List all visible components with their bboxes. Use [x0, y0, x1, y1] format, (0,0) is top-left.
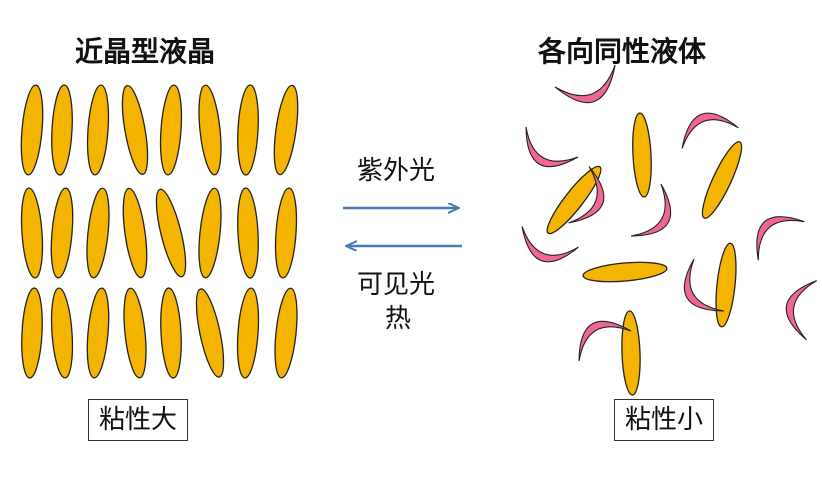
low-viscosity-box: 粘性小: [614, 399, 715, 441]
rod-molecule: [701, 141, 743, 219]
isotropic-molecules: [513, 65, 817, 396]
rod-molecule: [123, 287, 147, 379]
rod-molecule: [50, 287, 74, 379]
bent-molecule: [742, 202, 804, 260]
bent-molecule: [555, 65, 624, 112]
rod-molecule: [715, 242, 737, 328]
bent-molecule: [673, 104, 738, 148]
rod-molecule: [632, 112, 652, 198]
rod-molecule: [86, 187, 110, 279]
rod-molecule: [20, 187, 44, 279]
bent-molecule: [566, 309, 631, 361]
rod-molecule: [546, 165, 602, 235]
rod-molecule: [195, 288, 225, 378]
rod-molecule: [237, 84, 259, 176]
rod-molecule: [159, 84, 183, 176]
rod-molecule: [21, 287, 43, 379]
rod-molecule: [20, 84, 44, 176]
bent-molecule: [781, 276, 817, 340]
smectic-title: 近晶型液晶: [75, 35, 216, 68]
rod-molecule: [198, 187, 222, 279]
reverse-label-line1: 可见光: [357, 270, 436, 300]
bent-molecule: [513, 127, 578, 179]
smectic-rod-array: [20, 84, 299, 379]
bent-molecule: [631, 184, 683, 249]
bent-molecule: [513, 227, 578, 271]
rod-molecule: [121, 84, 149, 176]
rod-molecule: [236, 287, 260, 379]
rod-molecule: [237, 187, 259, 279]
high-viscosity-box: 粘性大: [88, 399, 189, 441]
rod-molecule: [621, 310, 641, 396]
rod-molecule: [86, 84, 110, 176]
rod-molecule: [274, 287, 298, 379]
bent-molecule: [569, 167, 613, 232]
bent-molecule: [672, 259, 724, 324]
isotropic-title: 各向同性液体: [538, 35, 707, 68]
rod-molecule: [273, 84, 299, 176]
rod-molecule: [51, 84, 73, 176]
rod-molecule: [155, 188, 187, 278]
reverse-label-line2: 热: [385, 304, 412, 334]
rod-molecule: [122, 187, 148, 279]
forward-label: 紫外光: [357, 156, 436, 186]
rod-molecule: [160, 287, 182, 379]
rod-molecule: [86, 287, 110, 379]
rod-molecule: [582, 261, 668, 283]
rod-molecule: [50, 187, 74, 279]
rod-molecule: [198, 84, 222, 176]
rod-molecule: [274, 187, 298, 279]
